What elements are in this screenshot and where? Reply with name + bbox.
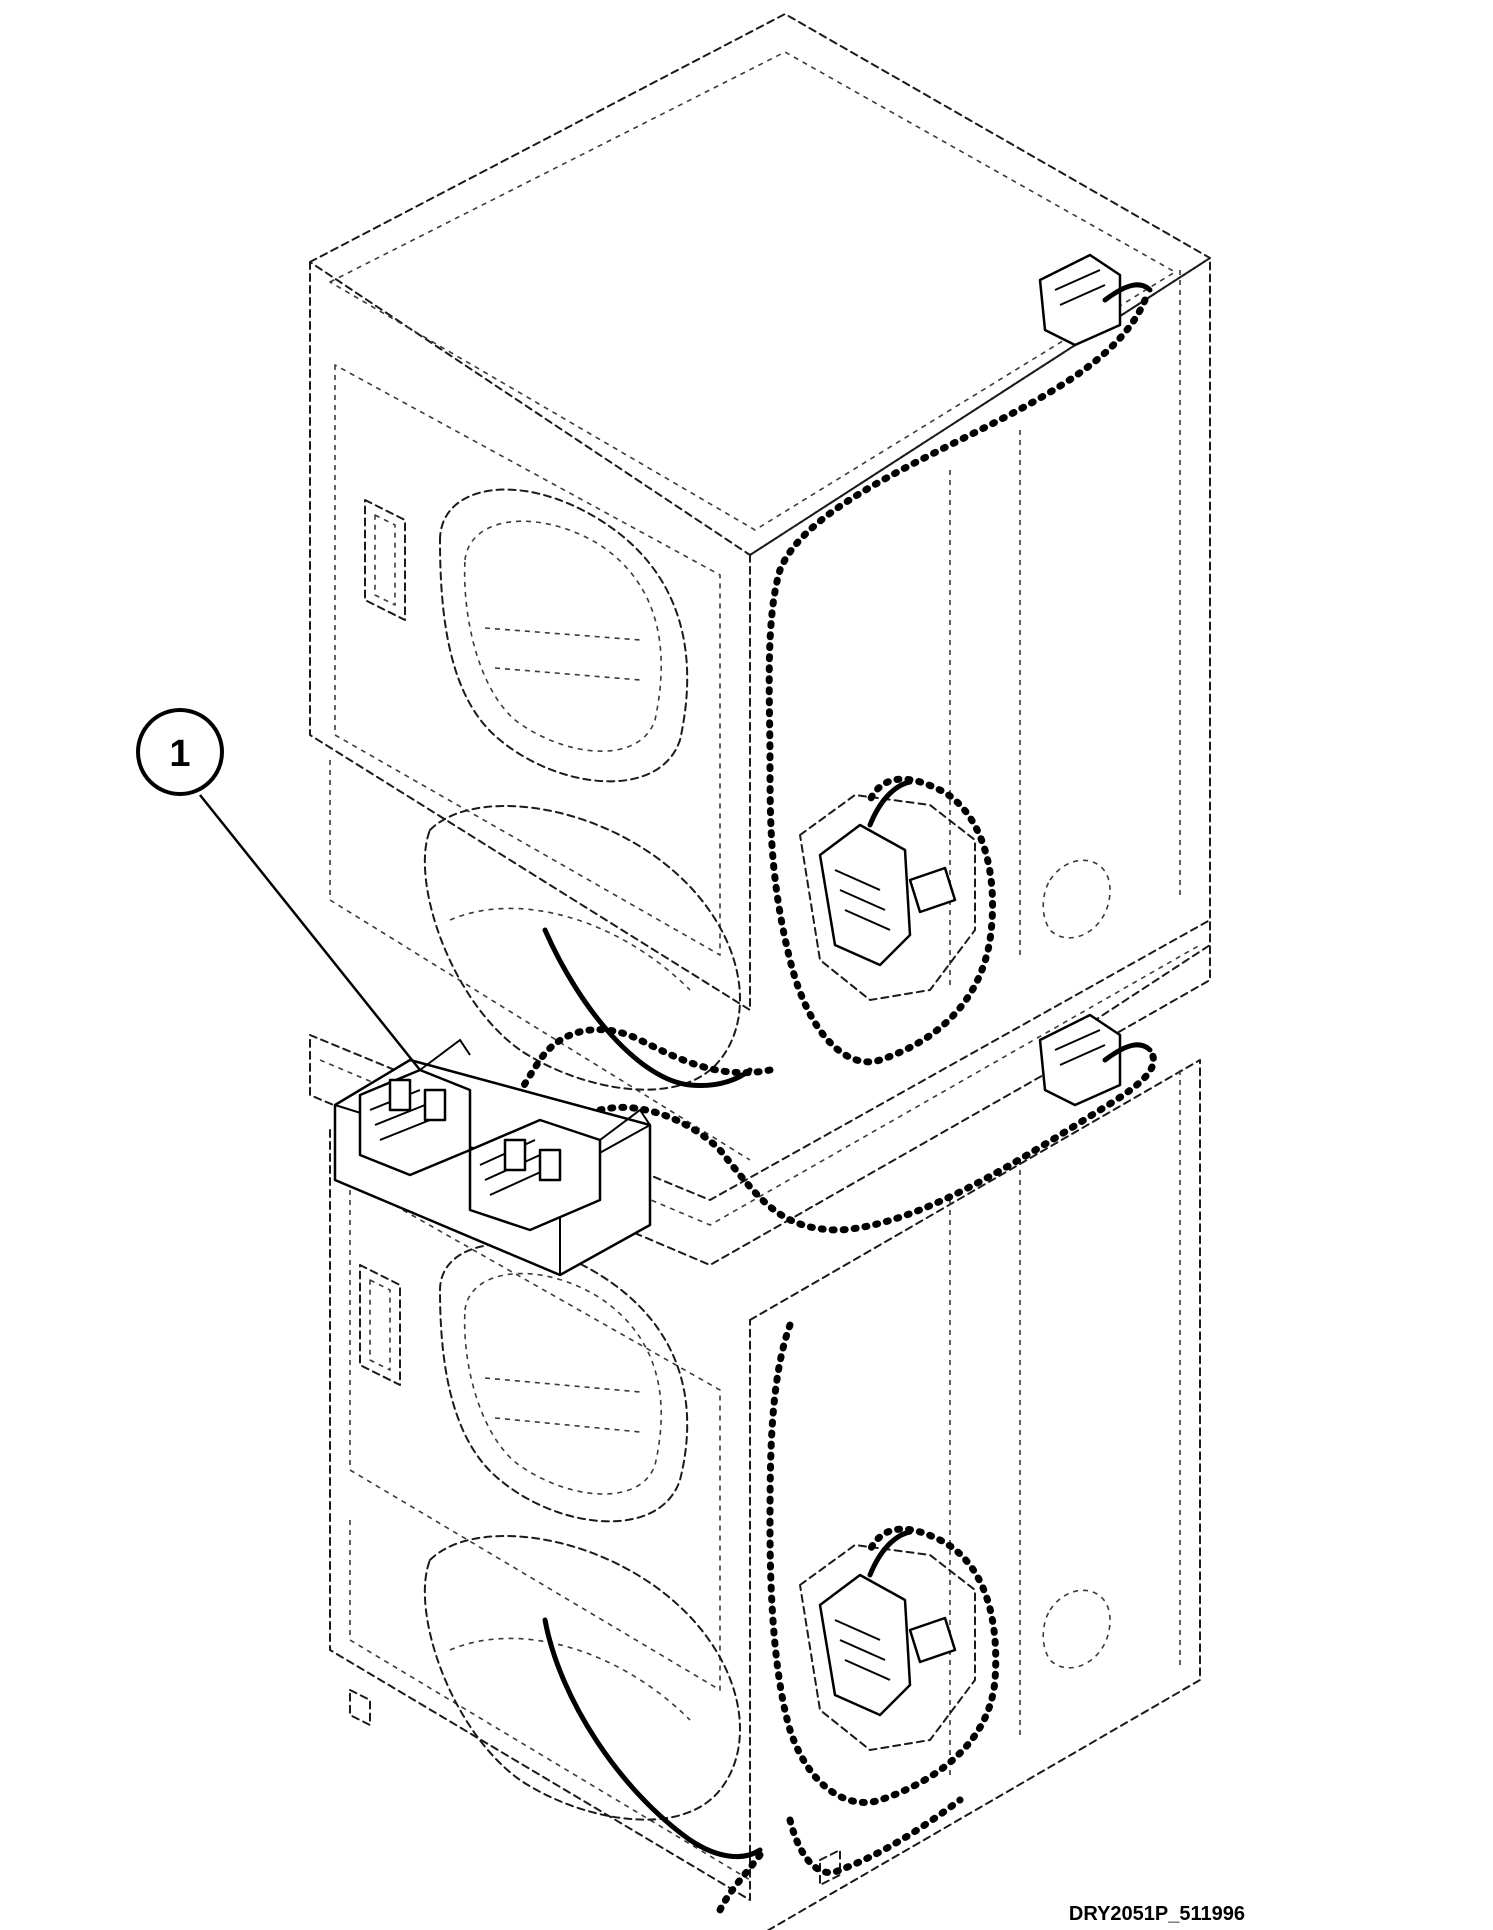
upper-drum-wire [542, 927, 753, 1089]
upper-dryer-cabinet [309, 13, 1211, 1161]
callout-1-label: 1 [169, 733, 190, 775]
lower-dryer-cabinet [309, 919, 1211, 1930]
lower-top-connector [1038, 1013, 1153, 1107]
lower-motor [799, 1529, 976, 1751]
upper-motor [799, 779, 976, 1001]
wiring-harness [496, 296, 1157, 1914]
callout-1-circle [136, 708, 224, 796]
callout-1-leader [199, 794, 421, 1071]
upper-top-connector [1038, 253, 1153, 347]
figure-code: DRY2051P_511996 [1068, 1903, 1245, 1925]
callout-1: 1 [136, 708, 421, 1071]
lower-drum-wire [542, 1617, 763, 1860]
control-box [333, 1038, 652, 1277]
